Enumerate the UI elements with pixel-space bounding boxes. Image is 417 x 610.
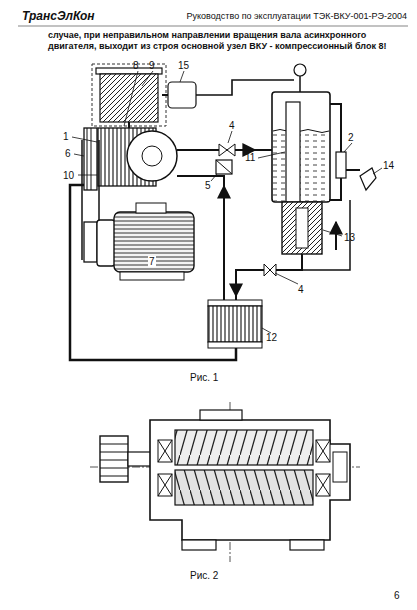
warning-note: случае, при неправильном направлении вра… (48, 30, 404, 53)
callout-number: 14 (383, 160, 394, 171)
callout-number: 8 (133, 60, 139, 71)
figure-caption: Рис. 2 (190, 570, 218, 581)
callout-number: 11 (245, 152, 255, 163)
running-header: ТрансЭлКон (22, 10, 95, 23)
callout-number: 1 (63, 131, 69, 142)
callout-number: 10 (63, 170, 74, 181)
callout-number: 2 (348, 132, 354, 143)
callout-number: 7 (148, 256, 156, 267)
callout-number: 12 (266, 332, 277, 343)
callout-number: 6 (65, 148, 71, 159)
callout-number: 4 (298, 284, 304, 295)
page-number: 6 (394, 590, 400, 601)
callout-number: 15 (178, 60, 189, 71)
callout-number: 13 (344, 232, 355, 243)
figure-caption: Рис. 1 (190, 372, 218, 383)
document-title: Руководство по эксплуатации ТЭК-ВКУ-001-… (187, 12, 407, 22)
callout-number: 9 (149, 60, 155, 71)
callout-number: 5 (205, 180, 211, 191)
callout-number: 4 (229, 120, 235, 131)
